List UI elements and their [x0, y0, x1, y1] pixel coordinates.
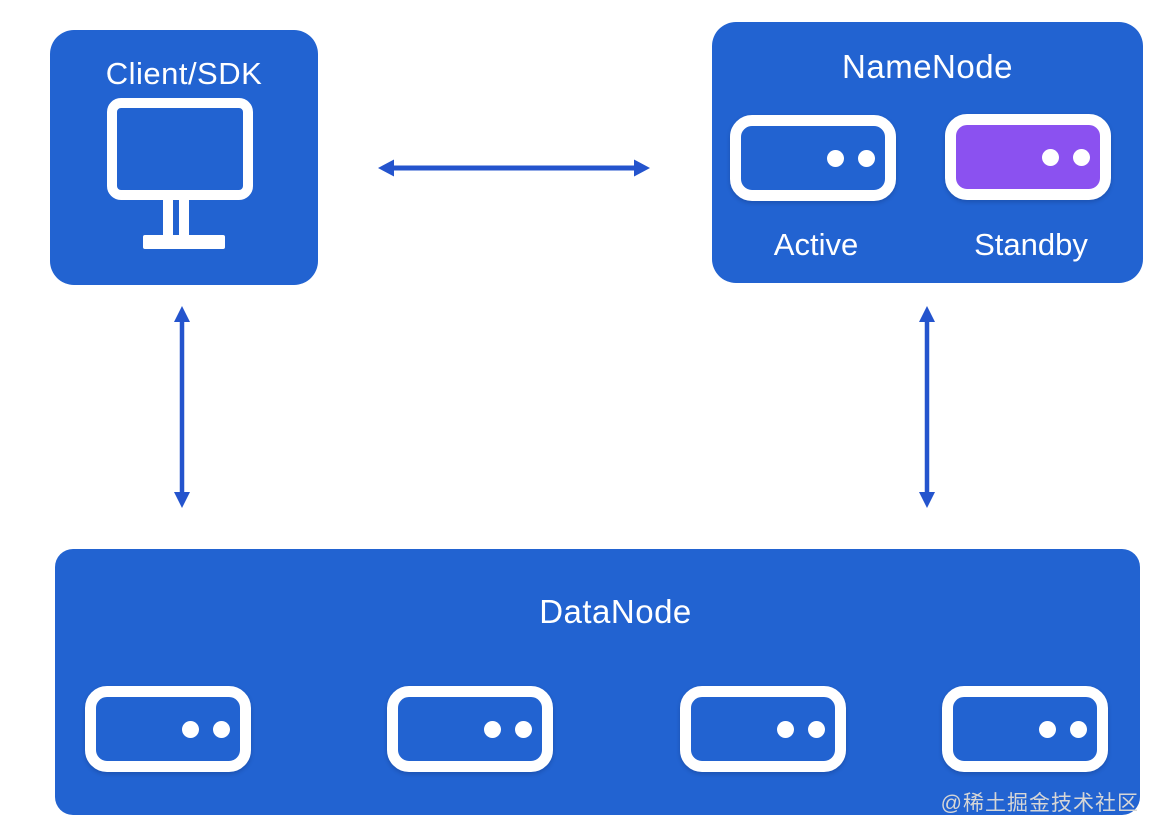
server-icon-standby: [945, 114, 1111, 200]
watermark-text: @稀土掘金技术社区: [940, 792, 1139, 815]
server-led-icon: [484, 720, 501, 738]
monitor-base: [143, 235, 225, 249]
server-icon-active: [730, 115, 896, 201]
edge-client-namenode-arrow: [378, 159, 650, 177]
standby-server-label: Standby: [974, 227, 1088, 262]
client-node: Client/SDK: [50, 30, 318, 285]
server-icon-datanode: [680, 686, 846, 772]
server-led-icon: [858, 149, 875, 167]
server-led-icon: [182, 720, 199, 738]
datanode-title: DataNode: [539, 593, 692, 630]
server-led-icon: [1073, 148, 1090, 166]
server-led-icon: [1039, 720, 1056, 738]
server-led-icon: [827, 149, 844, 167]
server-led-icon: [808, 720, 825, 738]
client-node-label: Client/SDK: [105, 56, 263, 91]
server-led-icon: [1070, 720, 1087, 738]
monitor-screen: [107, 98, 253, 200]
edge-namenode-datanode-arrow: [919, 306, 935, 508]
monitor-stand: [163, 198, 173, 238]
server-icon-datanode: [387, 686, 553, 772]
active-server-label: Active: [773, 227, 859, 262]
namenode-title: NameNode: [842, 48, 1013, 85]
monitor-stand: [179, 198, 189, 238]
monitor-icon: [50, 30, 318, 285]
server-icon-datanode: [85, 686, 251, 772]
datanode-group: DataNode: [55, 549, 1140, 815]
server-icon-datanode: [942, 686, 1108, 772]
edge-client-datanode-arrow: [174, 306, 190, 508]
server-led-icon: [213, 720, 230, 738]
server-led-icon: [1042, 148, 1059, 166]
server-led-icon: [515, 720, 532, 738]
namenode-group: NameNode Active Standby: [712, 22, 1143, 283]
server-led-icon: [777, 720, 794, 738]
